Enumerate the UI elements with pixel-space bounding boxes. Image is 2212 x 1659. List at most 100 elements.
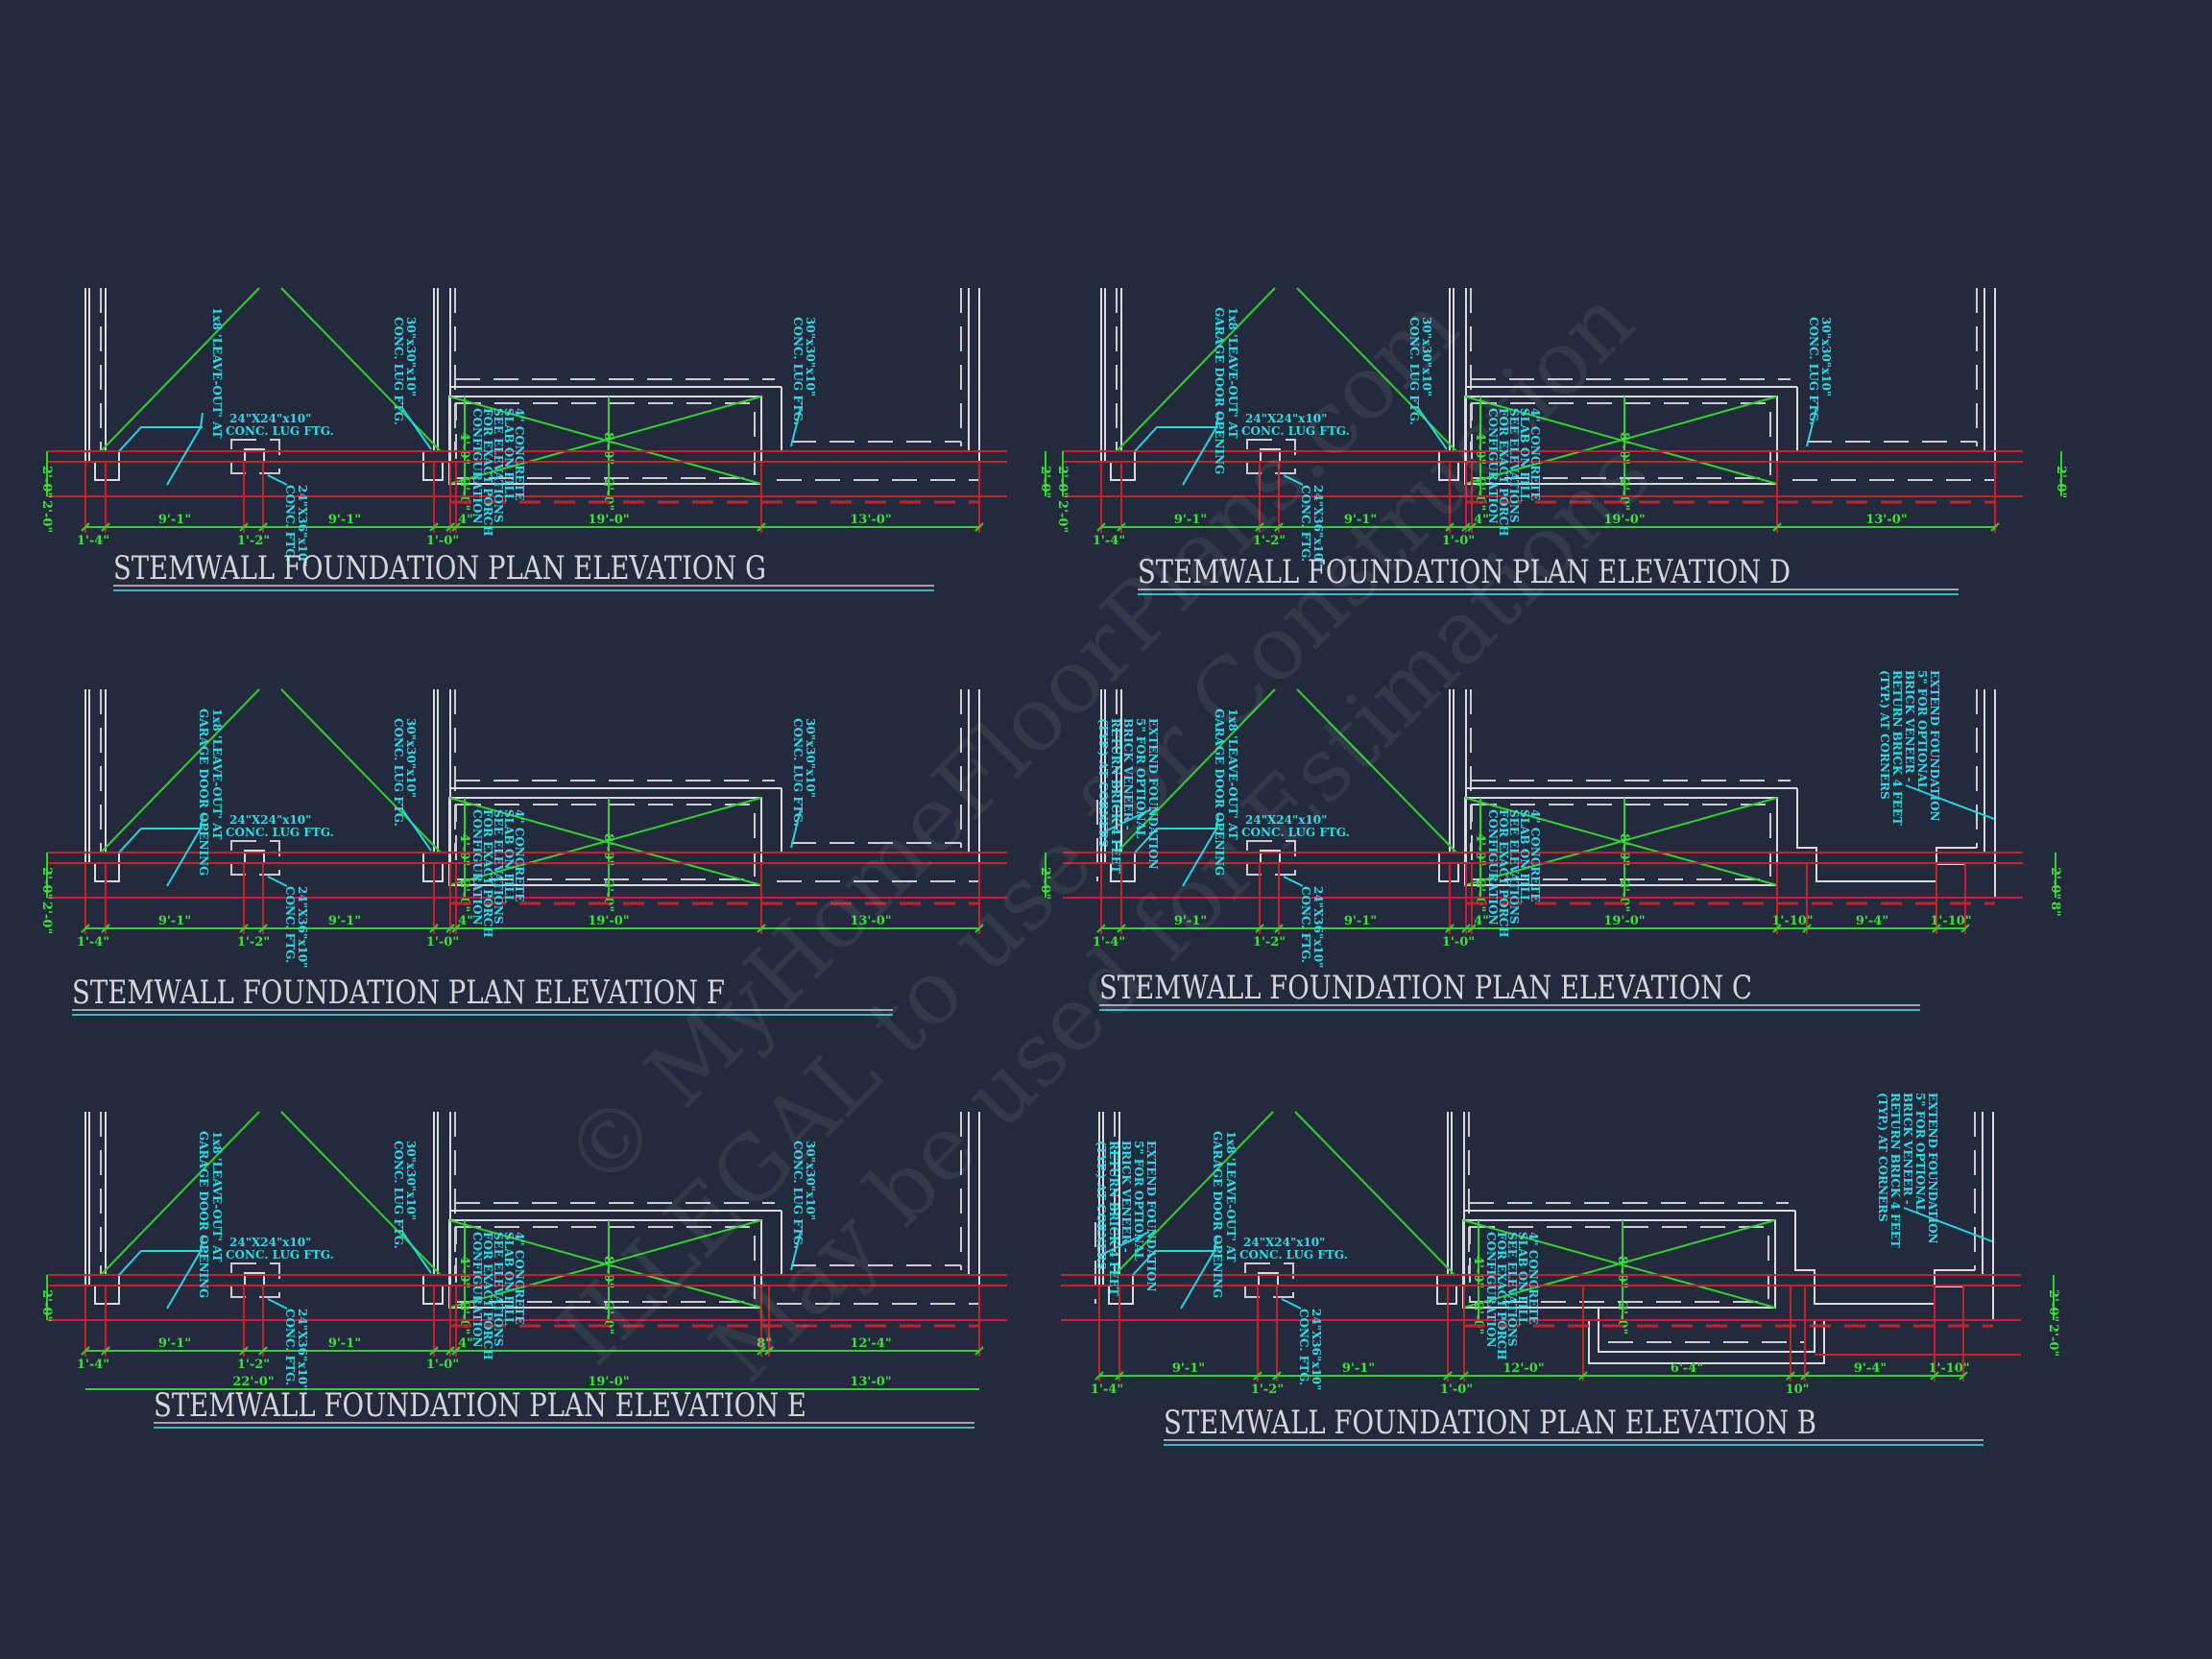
leader-line [1132,1250,1216,1276]
slab-note: SEE ELEVATIONS [492,809,505,925]
brick-veneer-note: RETURN BRICK 4 FEET [1888,1093,1902,1248]
lug-footing [1246,439,1296,474]
slab-note: SLAB ON FILL [502,1232,516,1326]
slab-cross [1464,797,1778,886]
dimension-label: 9'-1" [328,1336,361,1351]
porch-dim-label: 2'-0" [1471,1302,1485,1334]
side-dimension-label: 2'-0" [2048,867,2062,900]
garage-opening-line [100,688,260,854]
dimension-label: 9'-1" [1342,1361,1375,1376]
dimension-label: 13'-0" [850,513,891,527]
slab-note: SEE ELEVATIONS [1505,1232,1519,1347]
slab-note: 4" CONCRETE [1527,1232,1540,1325]
brick-veneer-note: 5" FOR OPTIONAL [1132,1141,1145,1262]
leader-line [401,1231,432,1274]
side-dimension-label: 2'-0" [2046,1289,2060,1322]
slab-note: FOR EXACT PORCH [1497,408,1510,536]
garage-opening-line [1114,1111,1274,1276]
porch-slab-inner [455,1226,756,1303]
footing-note: CONC. FTG. [1299,485,1312,562]
side-dimension-label: 2'-0" [1055,500,1070,533]
plan-title: STEMWALL FOUNDATION PLAN ELEVATION G [113,549,766,588]
slab-note: FOR EXACT PORCH [1497,809,1510,937]
footing-outline [85,852,120,882]
porch-dim-label: 8'-0" [601,833,615,866]
brick-veneer-note: RETURN BRICK 4 FEET [1107,1141,1120,1296]
lug-footing-note: CONC. LUG FTG. [1807,317,1820,425]
dimension-label: 1'-0" [1442,534,1475,548]
dimension-label: 9'-1" [1174,513,1207,527]
lug-footing-note: 30"x30"x10" [404,317,418,397]
porch-slab-inner [1471,804,1771,880]
dimension-label: 1'-2" [237,1358,270,1372]
lug-footing-note: CONC. LUG FTG. [791,1141,805,1249]
slab-note: CONFIGURATION [470,809,484,925]
leader-line [166,1250,202,1310]
slab-note: 4" CONCRETE [513,408,526,501]
leave-out-note: 1x8 'LEAVE-OUT' AT [210,307,224,439]
footing-note: 24"X36"x10" [1311,485,1325,566]
footing-outline [85,450,120,481]
leader-line [1806,407,1817,447]
leader-line [200,813,204,830]
dimension-label: 4" [1474,513,1489,527]
dimension-label: 1'-2" [237,935,270,950]
lug-footing-note: 30"x30"x10" [804,1141,817,1220]
garage-opening-line [1116,688,1276,854]
leader-line [1417,407,1448,450]
dimension-label: 4" [458,513,473,527]
porch-slab-inner [455,402,756,479]
footing-note: 24"X36"x10" [296,1309,309,1390]
dimension-label: 1'-2" [1251,1382,1284,1397]
brick-veneer-note: (TYP.) AT CORNERS [1876,1093,1889,1222]
dimension-label: 9'-1" [158,513,191,527]
leader-line [1903,1207,1993,1242]
porch-dim-label: 4'-0" [1473,432,1487,465]
porch-slab [448,396,762,485]
slab-note: SLAB ON FILL [1518,408,1531,502]
panel-elevation-b: 4'-0"2'-0"8'-0"2'-0"9'-1"9'-1"12'-0"6'-4… [1061,1093,2060,1397]
footing-note: 24"X36"x10" [296,485,309,566]
brick-veneer-note: EXTEND FOUNDATION [1146,718,1160,870]
lug-footing [230,439,280,474]
brick-veneer-note: 5" FOR OPTIONAL [1915,670,1929,791]
porch-dim-label: 8'-0" [1617,833,1631,866]
garage-opening-line [1294,1111,1455,1276]
lug-footing-note: 24"X24"x10" [1245,813,1327,827]
side-dimension-label: 2'-0" [39,1289,54,1322]
plan-title: STEMWALL FOUNDATION PLAN ELEVATION D [1138,553,1791,591]
brick-veneer-note: BRICK VENEER - [1119,1141,1133,1253]
footing-note: CONC. FTG. [1297,1309,1310,1385]
slab-note: 4" CONCRETE [513,1232,526,1325]
porch-dim-label: 8'-0" [1615,1256,1629,1288]
porch-dim-label: 2'-0" [1473,879,1487,912]
brick-veneer-note: (TYP.) AT CORNERS [1878,670,1891,800]
garage-opening-line [100,1111,260,1276]
leader-line [790,1231,802,1271]
slab-note: FOR EXACT PORCH [1495,1232,1508,1359]
dimension-label: 9'-1" [1172,1361,1205,1376]
porch-dim-label: 8'-0" [601,1256,615,1288]
footing-note: CONC. FTG. [283,485,297,562]
lug-footing-note: CONC. LUG FTG. [226,1248,334,1262]
dimension-label: 22'-0" [232,1375,274,1389]
garage-opening-line [1116,287,1276,452]
porch-dim-label: 4'-0" [1471,1256,1485,1288]
porch-dim-label: 4'-0" [457,432,471,465]
lug-footing [1244,1262,1294,1298]
garage-opening-line [1296,688,1457,854]
panel-elevation-c: 4'-0"2'-0"8'-0"2'-0"9'-1"9'-1"4"19'-0"1'… [1063,670,2062,968]
footing-note: CONC. FTG. [1299,886,1312,963]
dimension-label: 13'-0" [1865,513,1907,527]
leader-line [1214,1236,1217,1252]
lug-footing-note: CONC. LUG FTG. [392,1141,405,1249]
leader-line [1283,876,1304,887]
slab-note: SLAB ON FILL [502,408,516,502]
slab-note: FOR EXACT PORCH [481,408,494,536]
slab-note: 4" CONCRETE [513,809,526,902]
slab-cross [1464,396,1778,485]
lug-footing [230,1262,280,1298]
plan-title: STEMWALL FOUNDATION PLAN ELEVATION C [1099,969,1752,1007]
brick-veneer-note: BRICK VENEER - [1903,670,1916,782]
